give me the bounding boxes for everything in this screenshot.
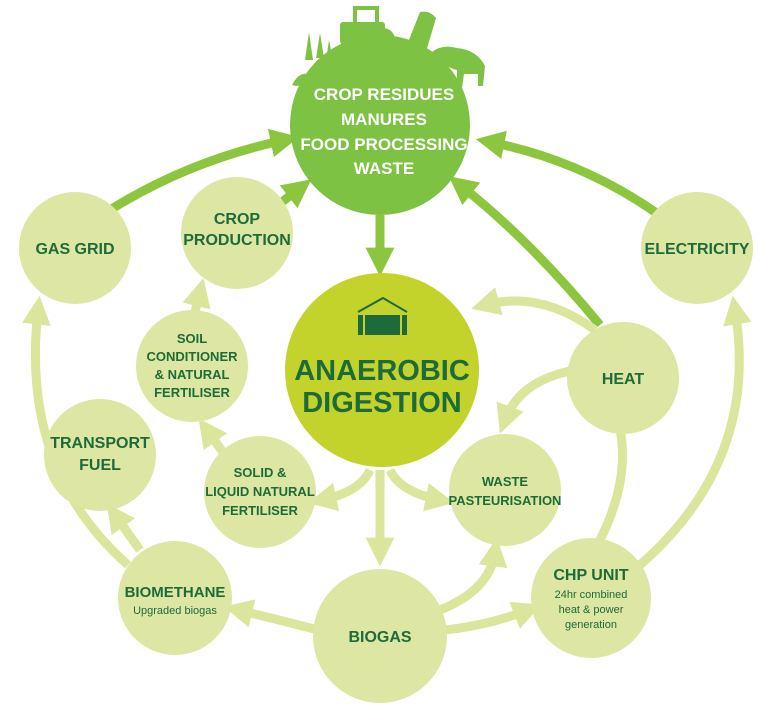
arrow-solid-to-soil — [198, 418, 229, 458]
label: generation — [565, 619, 617, 631]
label: FUEL — [79, 457, 121, 474]
label: LIQUID NATURAL — [205, 484, 315, 499]
node-waste-pasteurisation: WASTE PASTEURISATION — [449, 434, 562, 546]
node-biogas: BIOGAS — [313, 569, 447, 703]
arrow-digestion-to-pasteurisation — [385, 467, 455, 512]
label: FERTILISER — [154, 385, 230, 400]
node-chp-unit: CHP UNIT 24hr combined heat & power generat… — [531, 538, 651, 658]
label: ANAEROBIC — [294, 355, 470, 387]
arrow-biomethane-to-transport — [106, 503, 144, 553]
label: BIOMETHANE — [125, 584, 226, 601]
arrow-digestion-to-solid — [307, 467, 375, 512]
node-digestion: ANAEROBIC DIGESTION — [285, 273, 479, 467]
node-gas-grid: GAS GRID — [19, 192, 131, 304]
label: HEAT — [602, 371, 645, 388]
node-transport-fuel: TRANSPORT FUEL — [44, 399, 156, 511]
label: WASTE — [482, 474, 529, 489]
node-heat: HEAT — [567, 322, 679, 434]
label: SOIL — [177, 331, 207, 346]
label: SOLID & — [234, 465, 287, 480]
label: TRANSPORT — [50, 435, 150, 452]
node-solid-liquid-fertiliser: SOLID & LIQUID NATURAL FERTILISER — [204, 436, 316, 548]
label: FERTILISER — [222, 503, 298, 518]
node-crop-production: CROP PRODUCTION — [181, 177, 293, 289]
label: & NATURAL — [155, 367, 230, 382]
label: Upgraded biogas — [133, 605, 217, 617]
cow-icon — [432, 46, 485, 88]
node-soil-conditioner: SOIL CONDITIONER & NATURAL FERTILISER — [136, 310, 248, 422]
label: FOOD PROCESSING — [300, 135, 467, 154]
line-chp-to-heat — [595, 429, 627, 543]
arrow-soil-to-crop — [182, 278, 211, 314]
arrow-chp-to-electricity — [637, 295, 752, 569]
label: WASTE — [354, 159, 414, 178]
label: CROP — [214, 211, 261, 228]
label: DIGESTION — [302, 387, 462, 419]
arrow-heat-to-digestion — [471, 287, 598, 334]
label: CONDITIONER — [147, 349, 239, 364]
label: CROP RESIDUES — [314, 85, 454, 104]
arrow-biogas-to-chp — [444, 601, 542, 635]
arrow-heat-to-feedstock — [448, 176, 604, 328]
label: ELECTRICITY — [645, 241, 750, 258]
node-electricity: ELECTRICITY — [641, 192, 753, 304]
label: GAS GRID — [35, 241, 114, 258]
arrow-electricity-to-feedstock — [475, 130, 658, 216]
label: BIOGAS — [348, 629, 411, 646]
arrow-biogas-to-pasteurisation — [438, 537, 508, 615]
label: 24hr combined — [555, 589, 628, 601]
label: PASTEURISATION — [449, 493, 562, 508]
arrow-gasgrid-to-feedstock — [107, 128, 300, 214]
label: PRODUCTION — [183, 232, 291, 249]
arrow-biogas-to-biomethane — [223, 599, 320, 635]
node-feedstock: CROP RESIDUES MANURES FOOD PROCESSING WA… — [290, 35, 470, 215]
digester-icon — [357, 296, 408, 335]
node-biomethane: BIOMETHANE Upgraded biogas — [118, 541, 232, 655]
arrow-heat-to-pasteurisation — [496, 365, 576, 434]
label: MANURES — [341, 110, 427, 129]
label: heat & power — [559, 604, 624, 616]
label: CHP UNIT — [553, 567, 628, 584]
